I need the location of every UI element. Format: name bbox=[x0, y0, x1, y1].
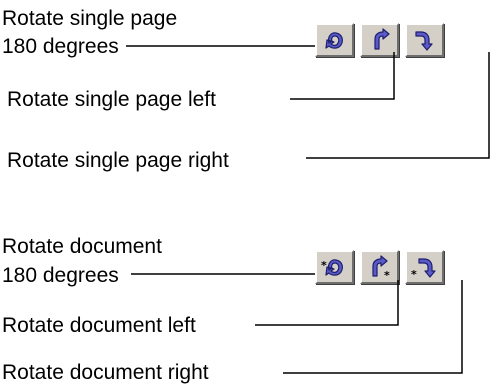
rotate-right-icon bbox=[415, 31, 433, 51]
rotate-document-180-button[interactable]: * bbox=[315, 250, 354, 284]
label-single-right: Rotate single page right bbox=[7, 149, 229, 172]
single-page-rotate-toolbar bbox=[315, 23, 495, 57]
svg-text:*: * bbox=[384, 269, 390, 282]
rotate-single-page-right-button[interactable] bbox=[405, 23, 444, 57]
rotate-document-180-icon: * bbox=[321, 259, 343, 276]
label-document-180-line1: Rotate document bbox=[2, 235, 162, 258]
callout-line-single-right bbox=[306, 52, 490, 159]
rotate-180-icon bbox=[325, 32, 343, 49]
label-document-left: Rotate document left bbox=[2, 314, 196, 337]
rotate-document-right-icon: * bbox=[411, 258, 436, 281]
rotate-document-left-button[interactable]: * bbox=[360, 250, 399, 284]
label-single-180-line1: Rotate single page bbox=[2, 7, 178, 30]
label-document-right: Rotate document right bbox=[2, 361, 209, 384]
label-document-180-line2: 180 degrees bbox=[2, 264, 119, 287]
rotate-document-right-button[interactable]: * bbox=[405, 250, 444, 284]
rotate-single-page-180-button[interactable] bbox=[315, 23, 354, 57]
label-single-180-line2: 180 degrees bbox=[2, 35, 119, 58]
rotate-left-icon bbox=[374, 28, 390, 50]
rotate-document-left-icon: * bbox=[372, 255, 390, 282]
callout-line-document-right bbox=[283, 280, 463, 374]
label-single-left: Rotate single page left bbox=[7, 88, 216, 111]
svg-text:*: * bbox=[321, 259, 327, 272]
callout-line-single-left bbox=[290, 52, 395, 100]
callout-line-document-left bbox=[255, 280, 399, 326]
svg-text:*: * bbox=[411, 268, 417, 281]
rotate-single-page-left-button[interactable] bbox=[360, 23, 399, 57]
document-rotate-toolbar: * * * bbox=[315, 250, 495, 284]
